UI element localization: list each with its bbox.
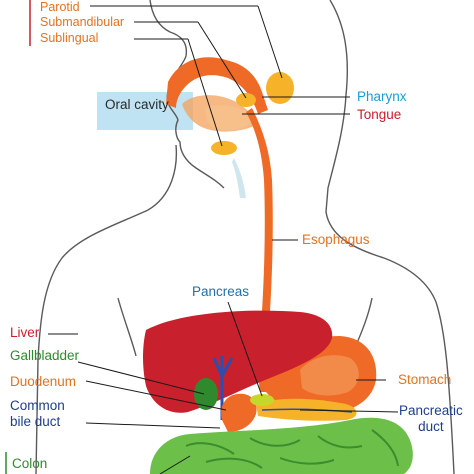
parotid-label: Parotid: [40, 0, 80, 14]
body-outline: [35, 0, 455, 474]
oral-cavity-label: Oral cavity: [105, 97, 169, 112]
pancreatic-duct-label: Pancreatic duct: [399, 403, 463, 434]
tongue-label: Tongue: [357, 107, 402, 122]
esophagus-label: Esophagus: [302, 232, 370, 247]
pancreas-head: [250, 394, 274, 406]
liver-shape: [143, 310, 333, 413]
duodenum-label: Duodenum: [10, 374, 77, 389]
common-bile-duct-label: Common bile duct: [10, 398, 65, 429]
gallbladder-shape: [194, 378, 218, 410]
sublingual-label: Sublingual: [40, 31, 99, 45]
submandibular-label: Submandibular: [40, 15, 125, 29]
leader-lines: [48, 5, 399, 474]
colon-label: Colon: [12, 456, 48, 471]
gallbladder-label: Gallbladder: [10, 348, 80, 363]
trachea-shape: [232, 158, 246, 198]
parotid-gland: [266, 72, 294, 104]
stomach-inner: [300, 355, 359, 396]
tongue-shape: [205, 105, 254, 131]
liver-label: Liver: [10, 325, 40, 340]
sublingual-gland: [211, 141, 237, 155]
pharynx-label: Pharynx: [357, 89, 407, 104]
duodenum-shape: [221, 393, 257, 432]
submandibular-gland: [236, 93, 256, 107]
intestines: [150, 417, 413, 474]
nasal-pharynx-tract: [166, 57, 268, 114]
stomach-label: Stomach: [398, 372, 452, 387]
pancreas-label: Pancreas: [192, 284, 250, 299]
